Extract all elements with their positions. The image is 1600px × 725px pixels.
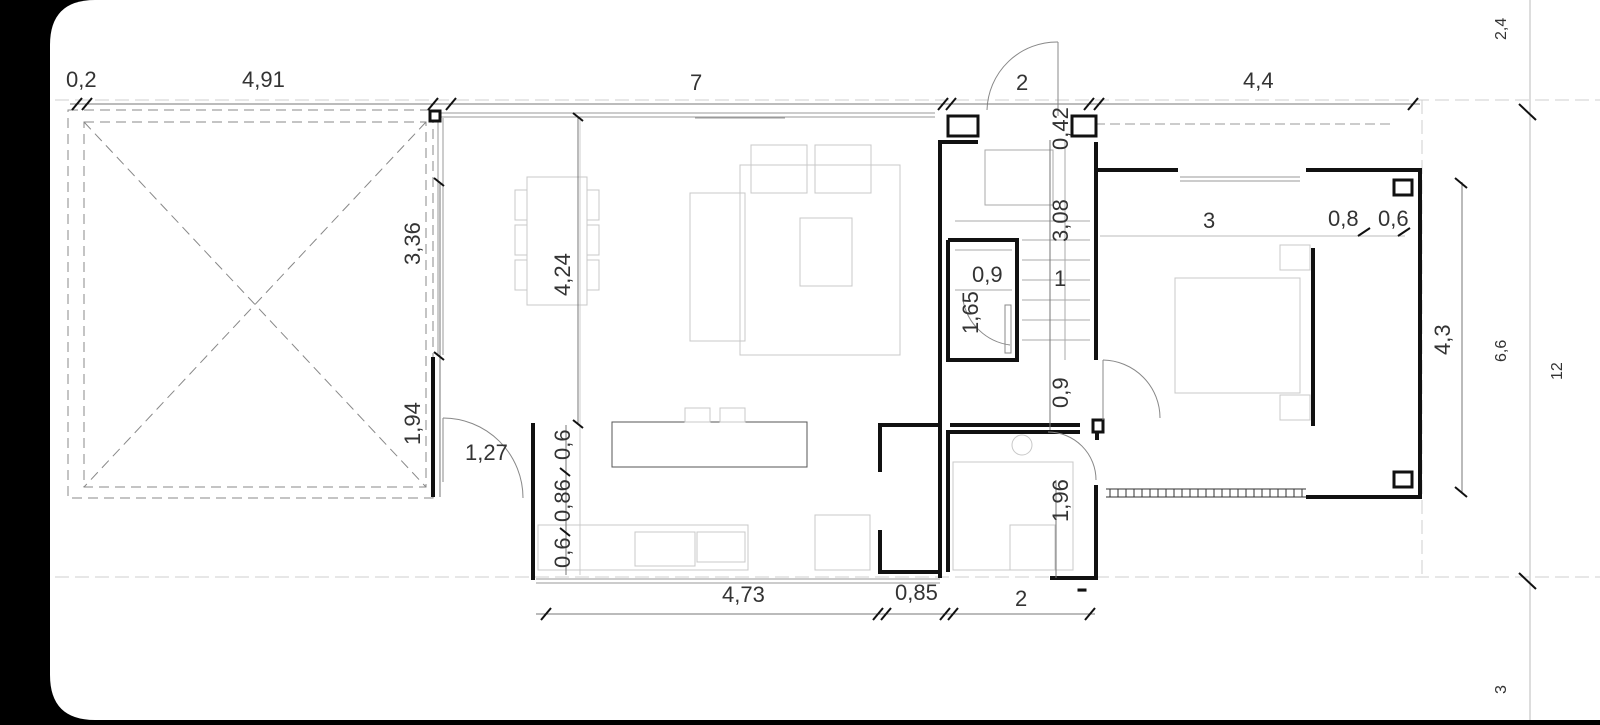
dim-right-b: 6,6 (1493, 340, 1510, 362)
dim-kitchen-b: 0,86 (550, 479, 575, 522)
dim-stair-top: 0,42 (1048, 107, 1073, 150)
dim-patio-door: 1,27 (465, 440, 508, 465)
dim-stair-landing-h: 1,65 (958, 291, 983, 334)
dim-stair-step: 1 (1054, 266, 1066, 291)
dim-top-c: 7 (690, 70, 702, 95)
dim-bottom-c: 2 (1015, 586, 1027, 611)
paper-background (50, 0, 1600, 720)
dim-bedroom-height: 4,3 (1430, 324, 1455, 355)
dim-right-a: 2,4 (1493, 18, 1510, 40)
dim-top-a: 0,2 (66, 67, 97, 92)
dim-patio-lower: 1,94 (400, 402, 425, 445)
dim-stair-landing-w: 0,9 (972, 262, 1003, 287)
dim-bath-height: 1,96 (1048, 479, 1073, 522)
dim-bottom-a: 4,73 (722, 582, 765, 607)
dim-right-c: 12 (1549, 362, 1566, 380)
dim-stair-passage: 0,9 (1048, 377, 1073, 408)
dim-top-e: 4,4 (1243, 68, 1274, 93)
dim-living-depth: 4,24 (550, 253, 575, 296)
dim-patio-upper: 3,36 (400, 222, 425, 265)
dim-bedroom-wall-b: 0,6 (1378, 206, 1409, 231)
dim-bottom-b: 0,85 (895, 580, 938, 605)
dim-kitchen-a: 0,6 (550, 429, 575, 460)
dim-bedroom-width: 3 (1203, 208, 1215, 233)
dim-top-d: 2 (1016, 70, 1028, 95)
dim-right-d: 3 (1493, 685, 1510, 694)
dim-top-b: 4,91 (242, 67, 285, 92)
dim-kitchen-c: 0,6 (550, 537, 575, 568)
dim-bedroom-wall-a: 0,8 (1328, 206, 1359, 231)
dim-stair-run: 3,08 (1048, 199, 1073, 242)
